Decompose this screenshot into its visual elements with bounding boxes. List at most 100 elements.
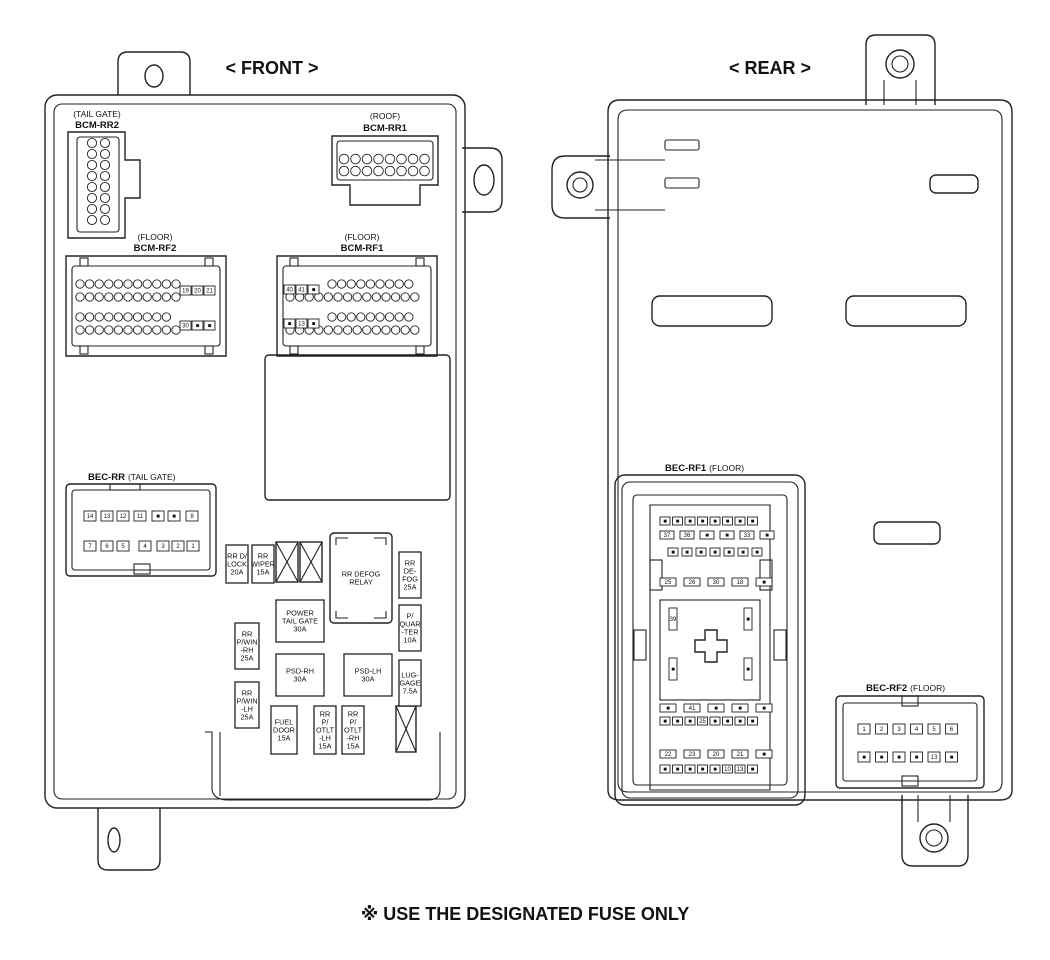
rf2-pin [113, 279, 124, 289]
svg-text:■: ■ [746, 617, 750, 623]
fuse-psd-lh-label: PSD-LH [355, 667, 382, 676]
rr2-pin [99, 214, 111, 226]
svg-text:■: ■ [726, 519, 730, 525]
rf1-pin [410, 292, 420, 302]
rr1-pin [396, 165, 407, 177]
bec-rr-pin: 3 [156, 540, 170, 552]
fuse-power-tail-gate-label: 30A [294, 625, 307, 634]
svg-text:3: 3 [161, 544, 165, 550]
svg-text:■: ■ [714, 706, 718, 712]
bec-rf1-pin: ■ [747, 516, 758, 526]
rf1-pin [362, 292, 372, 302]
svg-text:■: ■ [738, 706, 742, 712]
fuse-p-quarter-label: P/ [407, 612, 415, 621]
svg-text:■: ■ [312, 288, 316, 294]
rf1-pin [346, 312, 356, 322]
bec-rf1-pin: ■ [719, 530, 735, 540]
fuse-rr-p-otlt-rh-label: -RH [347, 734, 360, 743]
fuse-rr-d-lock-label: LOCK [227, 560, 247, 569]
rf2-pin [94, 325, 104, 335]
fuse-rr-wiper-label: WIPER [251, 560, 275, 569]
svg-text:■: ■ [762, 752, 766, 758]
bec-rf2-pin: 4 [910, 723, 923, 735]
fuse-rr-p-otlt-rh-label: RR [348, 710, 359, 719]
rf1-pin [346, 279, 356, 289]
rf1-pin [410, 325, 420, 335]
svg-text:■: ■ [676, 519, 680, 525]
fuse-fuel-door-label: 15A [278, 734, 291, 743]
rf2-pin [161, 312, 172, 322]
svg-text:23: 23 [689, 752, 696, 758]
svg-text:■: ■ [172, 514, 176, 520]
rf1-pin [323, 292, 334, 302]
rr2-pin [86, 192, 98, 204]
svg-text:■: ■ [713, 719, 717, 725]
bec-rf1-pin: ■ [672, 764, 683, 774]
bec-rf1-pin: 41 [683, 703, 701, 713]
svg-text:■: ■ [701, 767, 705, 773]
rf2-pin [142, 312, 152, 322]
fuse-rr-d-lock-label: RR D/ [227, 552, 248, 561]
rr2-pin [99, 203, 111, 215]
bcm-rr1-sub: (ROOF) [370, 111, 400, 121]
rf2-pin [75, 312, 85, 322]
bec-rr-pin: 2 [171, 540, 185, 552]
rf2-pin [123, 292, 133, 302]
rf1-pin [381, 292, 391, 302]
rf1-pin [333, 292, 343, 302]
bec-rf1-pin: ■ [672, 716, 683, 726]
svg-text:2: 2 [880, 727, 884, 733]
rr2-pin [86, 137, 98, 149]
svg-text:■: ■ [676, 767, 680, 773]
rear-title: < REAR > [729, 58, 811, 78]
bec-rr-pin: 6 [100, 540, 114, 552]
rf1-pin [381, 325, 391, 335]
bec-rf2-pin: ■ [875, 751, 888, 763]
svg-text:■: ■ [862, 755, 866, 761]
bec-rf1-pin: ■ [737, 547, 749, 557]
bec-rf2-pin: ■ [892, 751, 906, 763]
svg-text:■: ■ [663, 519, 667, 525]
rr2-pin [99, 181, 111, 193]
fuse-psd-rh-label: PSD-RH [286, 667, 314, 676]
fuse-p-quarter-label: -TER [401, 628, 418, 637]
bec-rf1-pin: ■ [709, 547, 721, 557]
rr2-pin [99, 148, 111, 160]
bec-rf1-pin: ■ [659, 516, 671, 526]
svg-text:■: ■ [208, 324, 212, 330]
rf1-pin [342, 325, 353, 335]
bec-rf1-pin: ■ [681, 547, 693, 557]
bec-rf1-pin: ■ [697, 764, 708, 774]
svg-text:22: 22 [665, 752, 672, 758]
svg-text:39: 39 [670, 617, 677, 623]
rf2-pin [104, 325, 114, 335]
rf2-pin [94, 292, 104, 302]
rr1-pin [361, 165, 373, 177]
svg-text:■: ■ [950, 755, 954, 761]
svg-text:■: ■ [288, 322, 292, 328]
bec-rf1-pin: ■ [709, 516, 721, 526]
rf2-pin [104, 279, 114, 289]
svg-text:12: 12 [120, 514, 127, 520]
fuse-rr-pwin-lh-label: 25A [241, 713, 254, 722]
svg-text:3: 3 [897, 727, 901, 733]
svg-text:■: ■ [671, 667, 675, 673]
bec-rf1-pin: ■ [684, 764, 696, 774]
bec-rr-name: BEC-RR(TAIL GATE) [88, 472, 176, 483]
footnote: ※ USE THE DESIGNATED FUSE ONLY [361, 904, 690, 924]
bec-rf1-pin: ■ [672, 516, 683, 526]
bec-rf1-pin: ■ [667, 547, 679, 557]
svg-text:■: ■ [666, 706, 670, 712]
rf2-pin [113, 312, 124, 322]
fuse-power-tail-gate-label: POWER [286, 609, 314, 618]
rf1-pin [384, 279, 395, 289]
bec-rf1-pin: ■ [684, 716, 696, 726]
bec-rf2-pin: 5 [927, 723, 941, 735]
fuse-rr-p-otlt-lh-label: 15A [319, 742, 332, 751]
rf1-pin [390, 292, 401, 302]
svg-text:■: ■ [196, 324, 200, 330]
rf2-pin [161, 292, 172, 302]
